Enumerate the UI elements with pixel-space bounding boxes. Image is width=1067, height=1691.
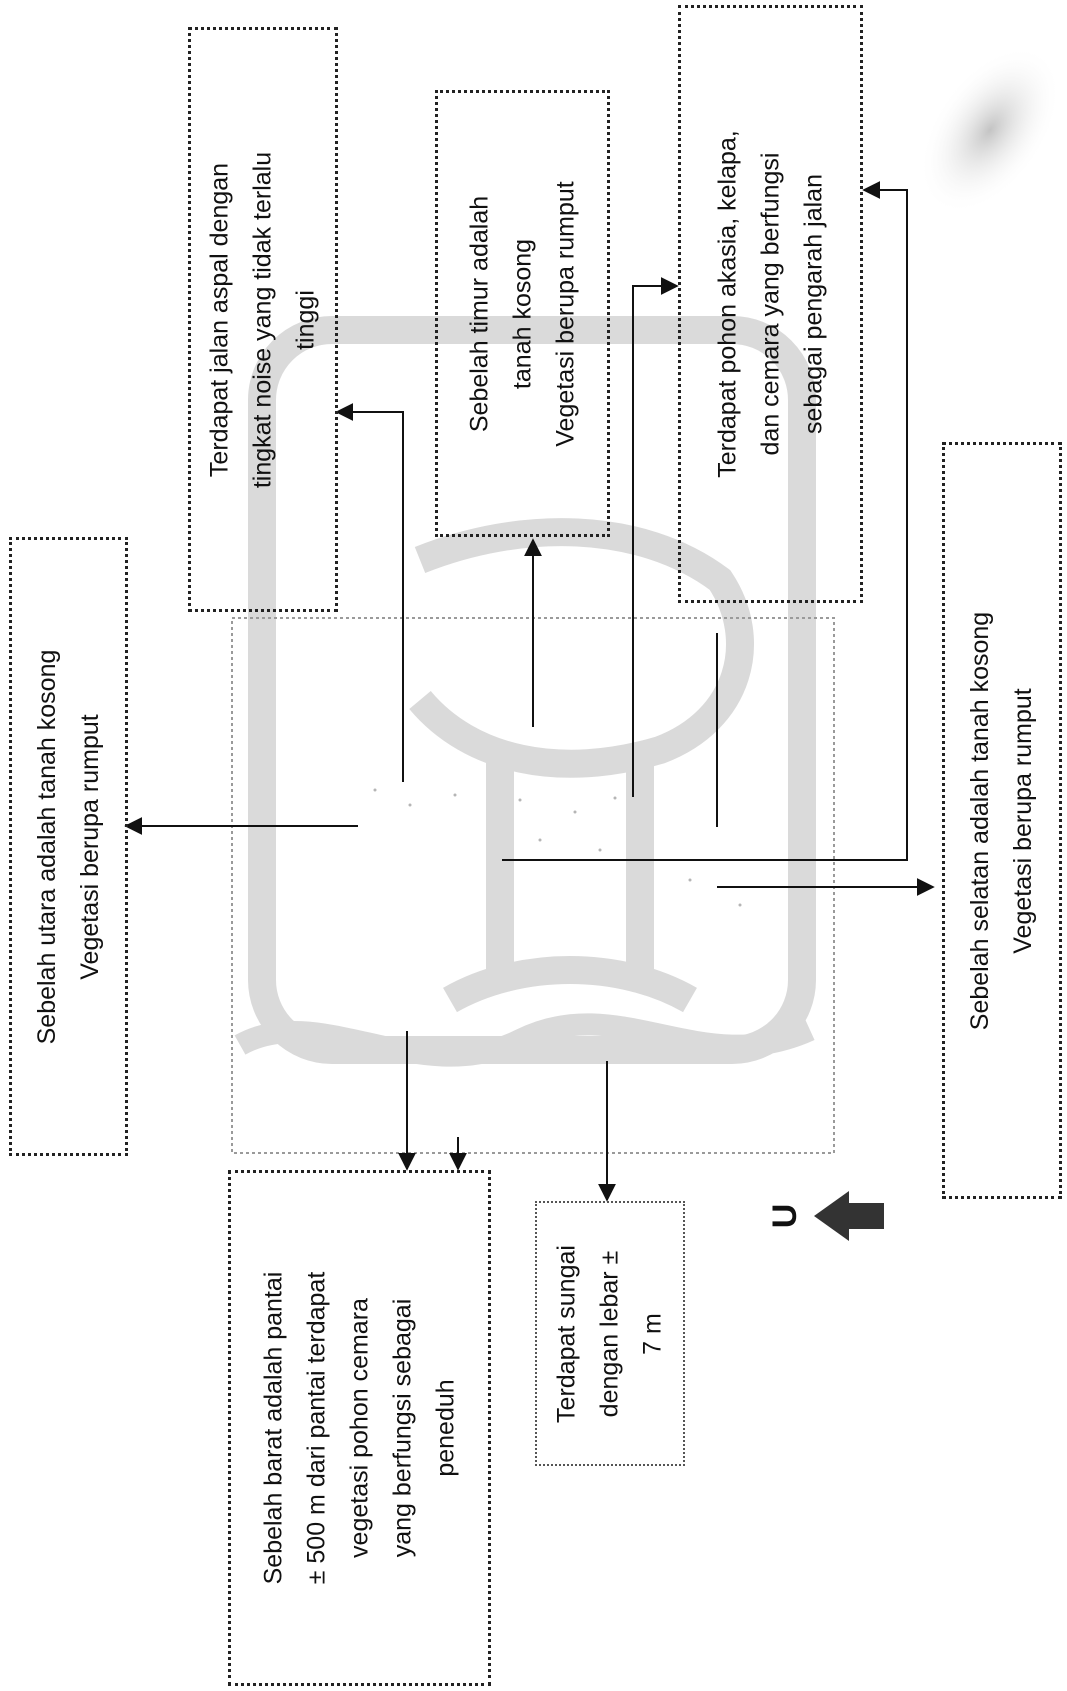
road-text-line-3: tinggi (291, 289, 320, 350)
watermark-flame (409, 518, 754, 778)
north-arrow-head (814, 1191, 849, 1241)
north-arrow: U (766, 1191, 884, 1241)
arrow-trees-1 (632, 277, 679, 797)
arrow-trees-3 (502, 181, 908, 861)
north-text-line-1: Sebelah utara adalah tanah kosong (32, 649, 61, 1044)
arrow-road (335, 403, 404, 782)
west-text-line-4: yang berfungsi sebagai (388, 1298, 416, 1558)
site-speckles (373, 788, 742, 907)
trees-text-line-2: dan cemara yang berfungsi (756, 152, 784, 456)
north-box: Sebelah utara adalah tanah kosong Vegeta… (9, 537, 128, 1156)
trees-text-line-1: Terdapat pohon akasia, kelapa, (713, 130, 741, 478)
east-text-line-3: Vegetasi berupa rumput (551, 180, 579, 447)
road-text-line-1: Terdapat jalan aspal dengan (205, 162, 234, 477)
watermark-shield (248, 316, 816, 1064)
river-text-line-3: 7 m (638, 1312, 667, 1355)
east-text-line-1: Sebelah timur adalah (465, 195, 493, 432)
north-text-line-2: Vegetasi berupa rumput (75, 713, 104, 980)
scan-smudge (919, 46, 1061, 214)
river-box: Terdapat sungai dengan lebar ± 7 m (535, 1201, 685, 1466)
east-text-line-2: tanah kosong (508, 238, 536, 389)
trees-box: Terdapat pohon akasia, kelapa, dan cemar… (678, 5, 863, 603)
watermark-seal (234, 316, 816, 1067)
south-text-line-1: Sebelah selatan adalah tanah kosong (966, 611, 994, 1030)
trees-text-line-3: sebagai pengarah jalan (799, 174, 827, 434)
river-text-line-2: dengan lebar ± (595, 1250, 624, 1417)
river-text-line-1: Terdapat sungai (552, 1244, 581, 1423)
east-box: Sebelah timur adalah tanah kosong Vegeta… (435, 90, 610, 537)
north-arrow-label: U (766, 1204, 804, 1229)
west-text-line-5: peneduh (431, 1379, 459, 1477)
watermark-script (234, 1013, 815, 1067)
road-box: Terdapat jalan aspal dengan tingkat nois… (188, 27, 338, 612)
south-text-line-2: Vegetasi berupa rumput (1009, 687, 1037, 954)
south-box: Sebelah selatan adalah tanah kosong Vege… (942, 442, 1062, 1199)
north-arrow-shaft (849, 1203, 884, 1229)
west-text-line-3: vegetasi pohon cemara (345, 1298, 373, 1558)
west-box: Sebelah barat adalah pantai ± 500 m dari… (228, 1170, 491, 1686)
watermark-pillars (443, 760, 697, 1013)
west-text-line-2: ± 500 m dari pantai terdapat (302, 1271, 330, 1585)
road-text-line-2: tingkat noise yang tidak terlalu (248, 151, 277, 488)
west-text-line-1: Sebelah barat adalah pantai (259, 1271, 287, 1585)
